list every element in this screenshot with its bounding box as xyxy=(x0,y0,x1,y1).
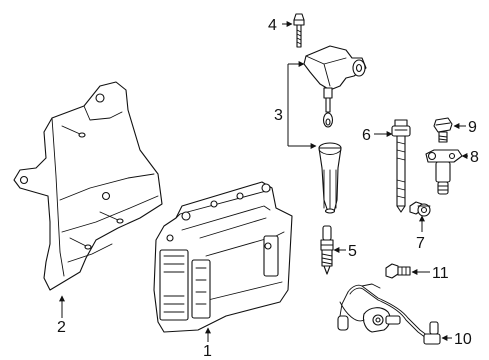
bolt-9-part xyxy=(433,117,453,143)
callout-6: 6 xyxy=(362,127,371,144)
ignition-coil-part xyxy=(303,45,367,128)
callout-8: 8 xyxy=(470,149,479,166)
sensor-harness-part xyxy=(337,283,441,345)
callout-3: 3 xyxy=(274,107,283,124)
callout-9: 9 xyxy=(468,119,477,136)
spark-plug-part xyxy=(320,225,334,275)
callout-10: 10 xyxy=(454,331,472,348)
bolt-11-part xyxy=(385,263,411,279)
callout-4: 4 xyxy=(268,17,277,34)
bolt-7-part xyxy=(409,201,431,217)
mounting-bracket-part xyxy=(13,81,163,291)
coil-stud-bolt-part xyxy=(293,13,305,48)
callout-1: 1 xyxy=(203,343,212,360)
callout-7: 7 xyxy=(416,235,425,252)
engine-control-module-part xyxy=(153,181,293,333)
callout-11: 11 xyxy=(432,265,449,282)
callout-labels: 1 2 3 4 5 6 7 8 9 10 11 xyxy=(57,17,479,360)
callout-2: 2 xyxy=(57,319,66,336)
sensor-8-part xyxy=(425,149,463,195)
stud-part xyxy=(391,119,411,213)
callout-5: 5 xyxy=(348,243,357,260)
coil-boot-part xyxy=(318,142,342,214)
leader-lines xyxy=(59,21,468,342)
